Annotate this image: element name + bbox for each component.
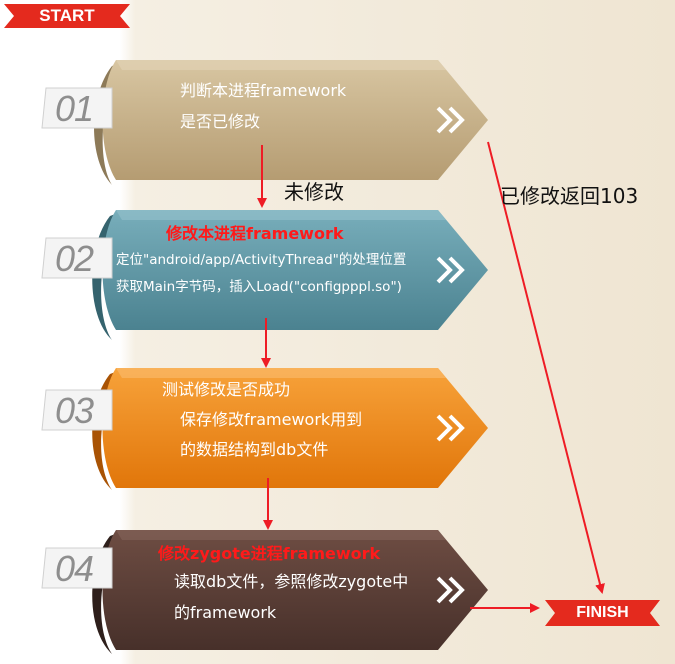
ribbon-step-1 xyxy=(94,60,488,185)
step-number-1: 01 xyxy=(55,88,94,129)
chevron-icons xyxy=(436,106,465,604)
start-badge: START xyxy=(39,6,95,25)
finish-badge: FINISH xyxy=(576,604,629,621)
step-number-3: 03 xyxy=(55,390,94,431)
flow-arrows xyxy=(257,141,605,613)
step-4-line-2: 的framework xyxy=(174,603,277,622)
step-1-line-2: 是否已修改 xyxy=(180,112,261,131)
step-number-2: 02 xyxy=(55,238,94,279)
number-tabs xyxy=(41,87,113,589)
step-3-line-3: 的数据结构到db文件 xyxy=(180,440,329,459)
step-4-title: 修改zygote进程framework xyxy=(158,544,381,563)
step-2-title: 修改本进程framework xyxy=(166,224,344,243)
modified-return-label: 已修改返回103 xyxy=(500,184,639,208)
step-3-line-1: 测试修改是否成功 xyxy=(162,380,291,399)
step-4-line-1: 读取db文件，参照修改zygote中 xyxy=(174,572,409,591)
step-2-line-2: 获取Main字节码，插入Load("configpppl.so") xyxy=(116,279,402,295)
start-badge-shape xyxy=(4,4,130,28)
step-3-line-2: 保存修改framework用到 xyxy=(180,410,363,429)
step-1-line-1: 判断本进程framework xyxy=(180,81,347,100)
ribbon-step-3 xyxy=(92,368,488,490)
step-2-line-1: 定位"android/app/ActivityThread"的处理位置 xyxy=(116,252,407,268)
step-number-4: 04 xyxy=(55,548,94,589)
finish-badge-shape xyxy=(545,600,660,626)
not-modified-label: 未修改 xyxy=(284,180,344,204)
arrow-1-to-finish xyxy=(487,141,605,594)
